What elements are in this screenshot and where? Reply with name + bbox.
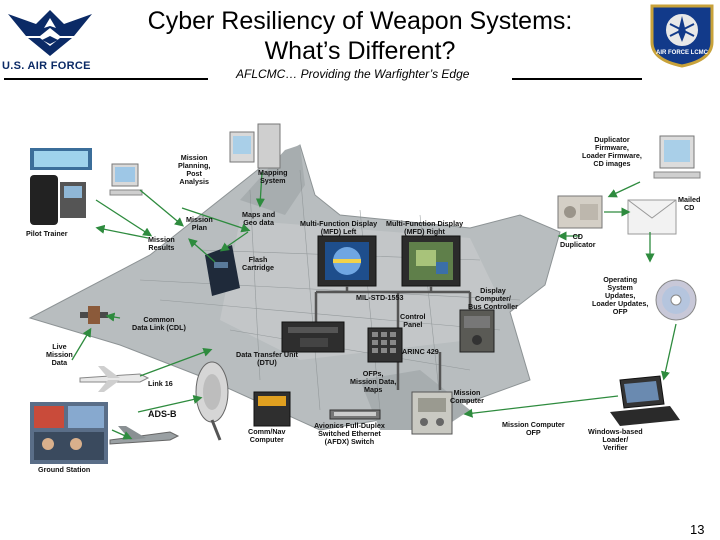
mission-computer-icon — [411, 391, 453, 435]
mission-planning-computer-icon — [109, 163, 143, 196]
label-ground-station: Ground Station — [38, 465, 91, 474]
label-control-panel: Control Panel — [400, 312, 426, 329]
label-flash-cartridge: Flash Cartridge — [242, 255, 274, 272]
fighter-jet-icon — [109, 426, 180, 445]
pilot-trainer-icon — [30, 148, 92, 225]
label-windows-loader: Windows-based Loader/ Verifier — [588, 427, 643, 452]
header-rule-right — [512, 78, 642, 80]
ground-station-icon — [30, 402, 108, 464]
afdx-switch-icon — [329, 409, 381, 420]
label-comm-nav: Comm/Nav Computer — [248, 427, 286, 444]
duplicator-workstation-icon — [653, 135, 701, 179]
cd-disc-icon — [655, 279, 697, 321]
page-number: 13 — [690, 522, 705, 537]
mapping-system-icon — [229, 123, 281, 169]
label-duplicator-firmware: Duplicator Firmware, Loader Firmware, CD… — [582, 135, 642, 168]
data-flow-arrows — [71, 171, 677, 440]
aflcmc-emblem-icon — [650, 4, 714, 68]
label-mission-results: Mission Results — [148, 235, 175, 252]
label-mapping-system: Mapping System — [258, 168, 288, 185]
header-rule-left — [4, 78, 208, 80]
label-link-16: Link 16 — [148, 379, 173, 388]
flash-cartridge-icon — [205, 245, 240, 296]
label-mailed-cd: Mailed CD — [678, 195, 701, 212]
label-mission-planning: Mission Planning, Post Analysis — [178, 153, 211, 186]
label-mil-std-1553: MIL-STD-1553 — [356, 293, 404, 302]
label-mfd-left: Multi-Function Display (MFD) Left — [300, 219, 378, 236]
usaf-wordmark: U.S. AIR FORCE — [2, 60, 91, 72]
label-os-updates: Operating System Updates, Loader Updates… — [592, 275, 649, 316]
dtu-icon — [281, 321, 345, 353]
mailed-cd-envelope-icon — [627, 199, 677, 235]
label-ofps: OFPs, Mission Data, Maps — [350, 369, 397, 394]
airliner-icon — [79, 366, 150, 392]
label-dtu: Data Transfer Unit (DTU) — [236, 350, 298, 367]
label-mfd-right: Multi-Function Display (MFD) Right — [386, 219, 464, 236]
cd-duplicator-icon — [557, 195, 603, 229]
label-maps-geo: Maps and Geo data — [242, 210, 276, 227]
control-panel-icon — [367, 327, 403, 363]
title-line-1: Cyber Resiliency of Weapon Systems: — [147, 7, 573, 35]
comm-nav-computer-icon — [253, 391, 291, 427]
laptop-loader-icon — [610, 375, 680, 426]
label-afdx-switch: Avionics Full-Duplex Switched Ethernet (… — [314, 421, 385, 446]
label-mission-computer: Mission Computer — [450, 388, 484, 405]
page-title: Cyber Resiliency of Weapon Systems: What… — [100, 6, 620, 66]
label-common-data-link: Common Data Link (CDL) — [132, 315, 186, 332]
mil-std-1553-bus — [314, 286, 472, 390]
label-ads-b: ADS-B — [148, 409, 177, 419]
emblem-seal-text: AIR FORCE LCMC — [656, 50, 708, 56]
label-live-mission-data: Live Mission Data — [46, 342, 73, 367]
mfd-left-icon — [317, 235, 377, 287]
label-pilot-trainer: Pilot Trainer — [26, 229, 68, 238]
usaf-wings-icon — [8, 10, 92, 56]
page-subtitle: AFLCMC… Providing the Warfighter’s Edge — [236, 67, 470, 81]
label-cd-duplicator: CD Duplicator — [560, 232, 596, 249]
label-arinc-429: ARINC 429 — [402, 347, 439, 356]
satellite-dish-icon — [195, 361, 229, 441]
label-display-computer: Display Computer/ Bus Controller — [468, 286, 518, 311]
label-mission-plan: Mission Plan — [186, 215, 213, 232]
display-computer-icon — [459, 309, 495, 353]
label-mc-ofp: Mission Computer OFP — [502, 420, 565, 437]
mfd-right-icon — [401, 235, 461, 287]
title-line-2: What’s Different? — [264, 37, 456, 65]
satellite-icon — [80, 306, 108, 324]
